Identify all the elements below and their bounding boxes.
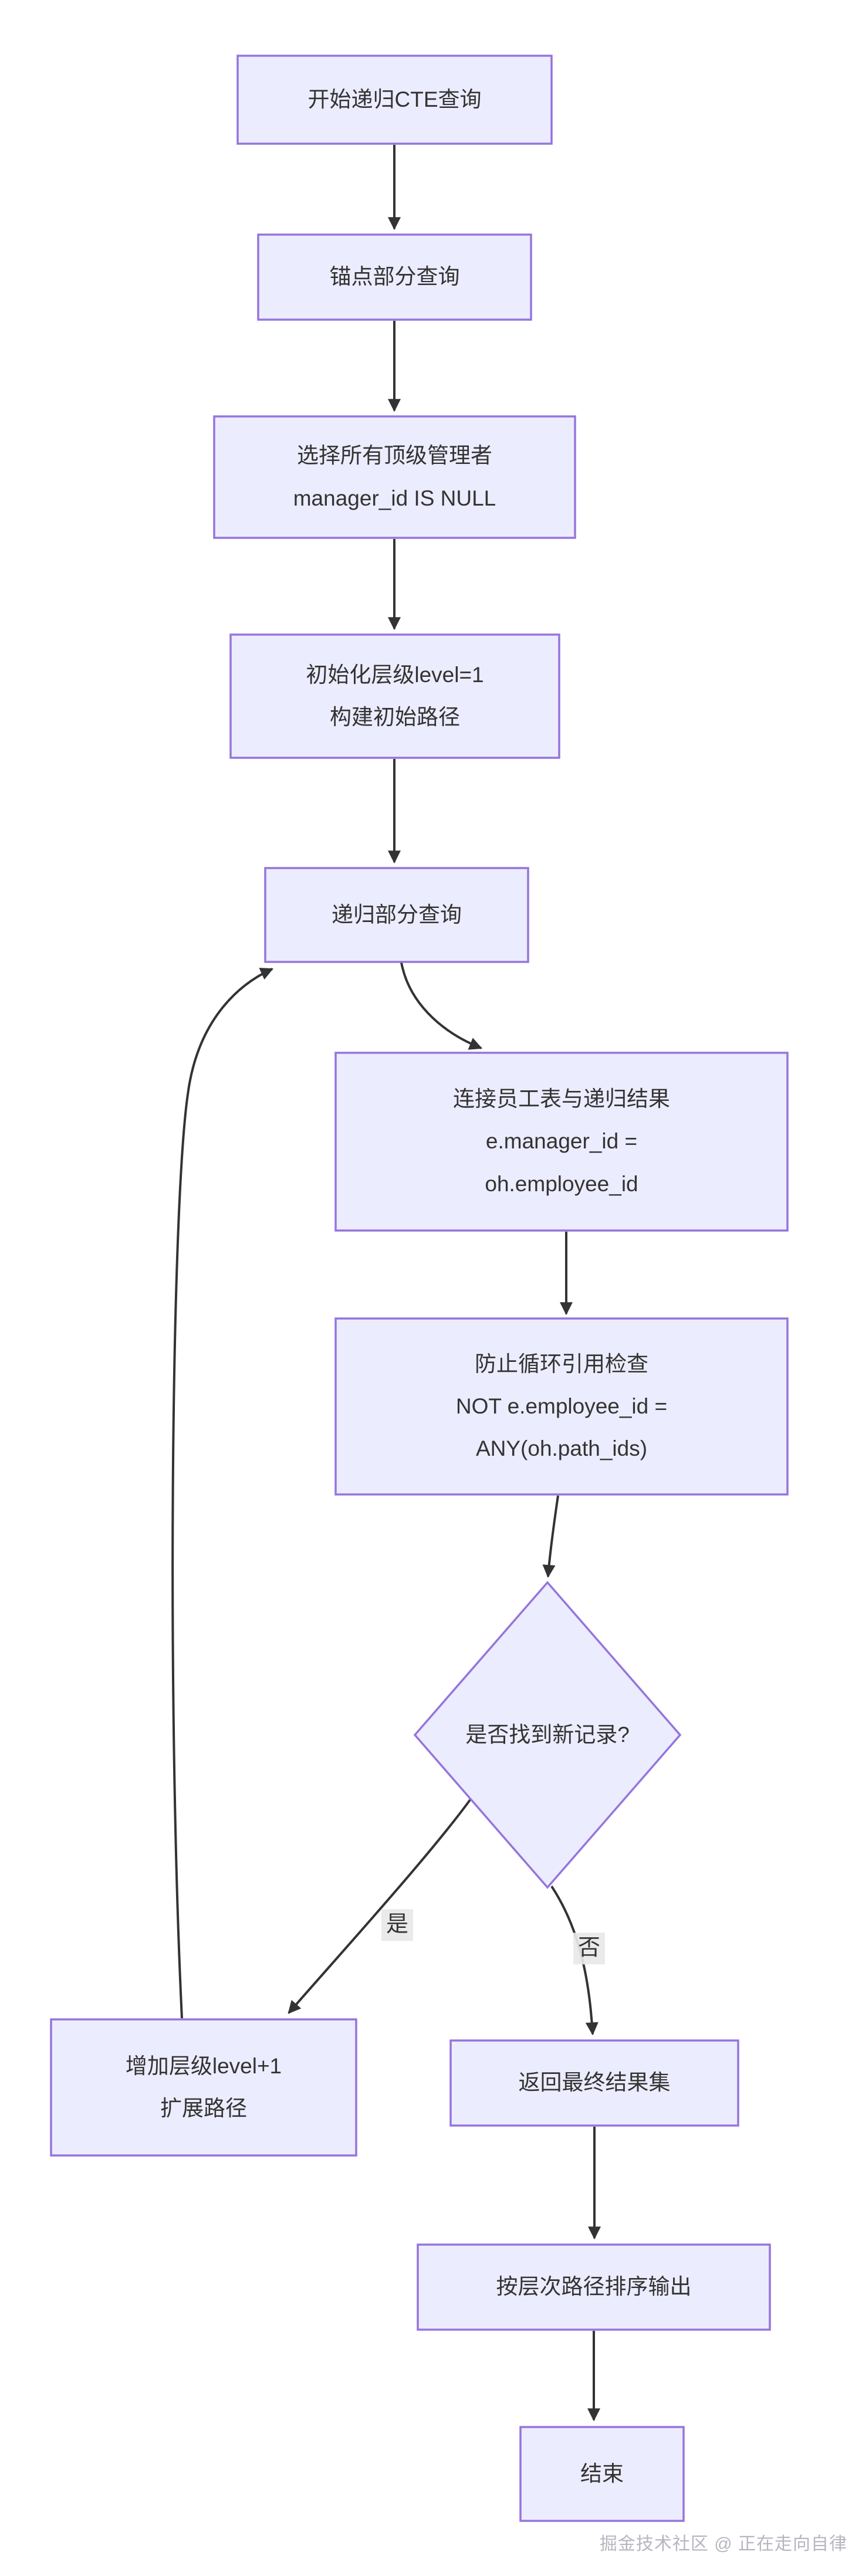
node-init-level (229, 633, 560, 759)
node-cycle-check (334, 1317, 789, 1496)
edge-cycle-decision (542, 1495, 559, 1578)
node-anchor (257, 233, 532, 321)
node-order-output (417, 2243, 771, 2331)
node-return-results (449, 2039, 739, 2127)
edge-label-no: 否 (573, 1933, 606, 1964)
edge-label-yes: 是 (381, 1909, 414, 1941)
node-select-top (213, 415, 576, 539)
node-start (236, 55, 553, 145)
node-recursive (264, 867, 529, 963)
watermark-text: 掘金技术社区 @ 正在走向自律 (599, 2534, 847, 2554)
edge-decision-yes (288, 1795, 474, 2014)
node-join (334, 1052, 789, 1232)
node-decision-diamond (413, 1581, 682, 1889)
edge-increment-loop (171, 968, 274, 2019)
node-increment (50, 2018, 357, 2157)
edge-recursive-join (400, 962, 483, 1050)
node-end (519, 2426, 685, 2522)
